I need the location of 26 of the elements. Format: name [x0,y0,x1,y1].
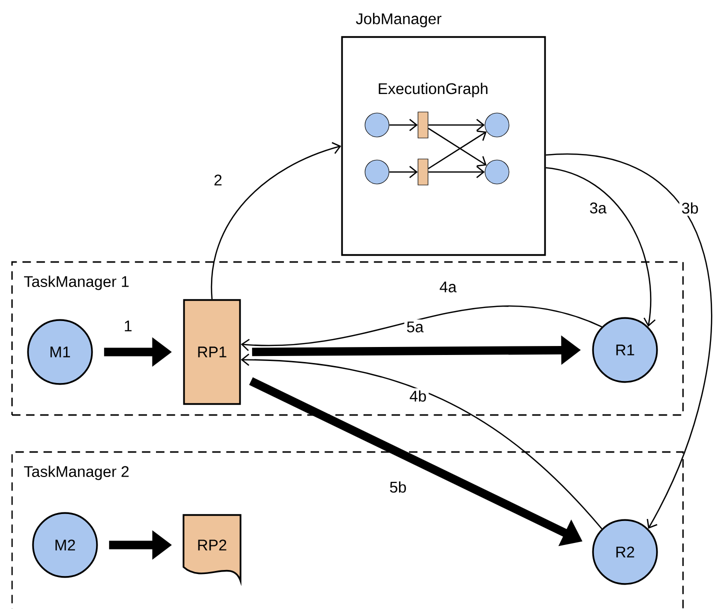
edge-label: 1 [122,318,134,334]
arrow [428,166,485,178]
arrow [389,166,418,178]
arrow [211,142,342,300]
edge-label: 5b [387,479,409,495]
arrow [240,305,602,352]
small-circle [484,112,510,138]
small-circle [364,160,390,184]
edge-label: 3b [679,200,701,216]
arrow [240,354,602,530]
small-circle [484,160,510,184]
arrow [546,154,712,529]
edge-label: 4a [437,280,459,294]
edge-label: 3a [587,200,609,216]
small-bar [418,158,428,186]
manager-box: JobManager ExecutionGraph [341,12,546,256]
edge-label: 4b [407,388,429,404]
arrow [428,118,485,132]
arrow [389,118,418,132]
node-label: JobManager [356,12,442,28]
arrow [546,167,656,327]
edge-label: 5a [404,320,426,334]
partition-box: RP1 [183,299,241,405]
small-circle [364,112,390,138]
edge-label: 2 [212,172,224,188]
small-bar [418,112,428,138]
